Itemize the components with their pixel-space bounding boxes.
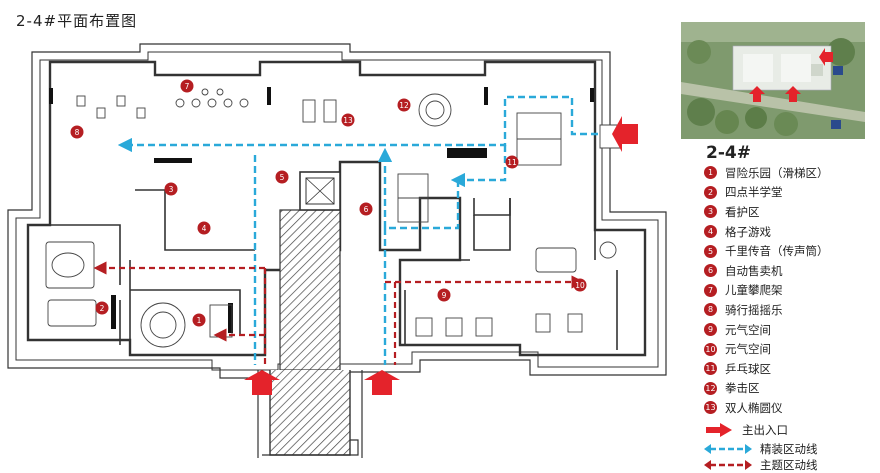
fine-flow-line [117, 95, 598, 365]
plan-marker-number: 6 [364, 205, 369, 214]
legend-item-label: 双人椭圆仪 [725, 400, 783, 415]
legend-item-label: 元气空间 [725, 342, 771, 357]
plan-marker-number: 2 [100, 304, 105, 313]
legend-item: 5 千里传音（传声筒） [704, 241, 880, 261]
legend-item-label: 冒险乐园（滑梯区） [725, 165, 829, 180]
legend-item-label: 四点半学堂 [725, 185, 783, 200]
plan-marker-1: 1 [192, 313, 206, 327]
plan-marker-9: 9 [437, 288, 451, 302]
legend-number-badge: 11 [704, 362, 717, 376]
legend-theme-line-label: 主题区动线 [760, 458, 818, 472]
legend-number-badge: 1 [704, 166, 717, 180]
furniture [45, 88, 621, 348]
legend: 1 冒险乐园（滑梯区） 2 四点半学堂 3 看护区 4 格子游戏 5 千里传音（传声筒） 6 自动售卖… [704, 163, 880, 418]
plan-marker-number: 9 [442, 291, 447, 300]
plan-marker-2: 2 [95, 301, 109, 315]
legend-item-label: 千里传音（传声筒） [725, 244, 829, 259]
plan-marker-number: 4 [202, 224, 207, 233]
legend-fine-line: 精装区动线 [704, 441, 880, 457]
plan-marker-13: 13 [341, 113, 355, 127]
zone-title: 2-4# [706, 143, 751, 163]
plan-marker-10: 10 [573, 278, 587, 292]
legend-item-label: 自动售卖机 [725, 263, 783, 278]
plan-marker-12: 12 [397, 98, 411, 112]
legend-number-badge: 13 [704, 401, 717, 415]
legend-item-label: 看护区 [725, 204, 760, 219]
legend-number-badge: 7 [704, 283, 717, 297]
page-title: 2-4#平面布置图 [16, 12, 138, 30]
legend-item: 6 自动售卖机 [704, 261, 880, 281]
plan-marker-5: 5 [275, 170, 289, 184]
entrance-arrow-icon [706, 423, 732, 437]
legend-item-label: 拳击区 [725, 381, 760, 396]
legend-item: 3 看护区 [704, 202, 880, 222]
minimap-arrow-up-1 [749, 86, 765, 102]
entrance-arrows [244, 116, 638, 395]
plan-marker-number: 3 [169, 185, 174, 194]
plan-marker-6: 6 [359, 202, 373, 216]
legend-number-badge: 12 [704, 381, 717, 395]
partitions [28, 189, 618, 355]
lobby-porch [269, 370, 351, 456]
entrance-arrow-south-left [244, 370, 280, 395]
plan-marker-number: 7 [185, 82, 190, 91]
legend-item: 7 儿童攀爬架 [704, 281, 880, 301]
legend-number-badge: 3 [704, 205, 717, 219]
legend-item: 10 元气空间 [704, 339, 880, 359]
legend-number-badge: 8 [704, 303, 717, 317]
plan-marker-number: 13 [343, 116, 353, 125]
plan-marker-8: 8 [70, 125, 84, 139]
legend-item: 1 冒险乐园（滑梯区） [704, 163, 880, 183]
plan-marker-number: 1 [197, 316, 202, 325]
legend-item-label: 乒乓球区 [725, 361, 771, 376]
legend-entrance-label: 主出入口 [742, 423, 788, 437]
legend-theme-line: 主题区动线 [704, 457, 880, 473]
minimap-arrow-right [819, 48, 833, 66]
legend-item: 8 骑行摇摇乐 [704, 300, 880, 320]
legend-item: 13 双人椭圆仪 [704, 398, 880, 418]
plan-marker-7: 7 [180, 79, 194, 93]
legend-entrance: 主出入口 [704, 422, 880, 438]
red-dashed-arrow-icon [704, 460, 752, 470]
plan-marker-number: 8 [75, 128, 80, 137]
legend-item: 2 四点半学堂 [704, 183, 880, 203]
plan-marker-3: 3 [164, 182, 178, 196]
legend-item: 11 乒乓球区 [704, 359, 880, 379]
entrance-arrow-south-right [364, 370, 400, 395]
legend-number-badge: 2 [704, 185, 717, 199]
legend-number-badge: 6 [704, 264, 717, 278]
legend-number-badge: 4 [704, 225, 717, 239]
legend-item: 9 元气空间 [704, 320, 880, 340]
plan-marker-number: 5 [280, 173, 285, 182]
site-minimap [681, 22, 865, 139]
legend-number-badge: 9 [704, 323, 717, 337]
legend-item-label: 骑行摇摇乐 [725, 302, 783, 317]
plan-marker-number: 10 [575, 281, 585, 290]
blue-dashed-arrow-icon [704, 444, 752, 454]
legend-number-badge: 5 [704, 244, 717, 258]
legend-item-label: 元气空间 [725, 322, 771, 337]
legend-fine-line-label: 精装区动线 [760, 442, 818, 456]
plan-marker-11: 11 [505, 155, 519, 169]
legend-item: 12 拳击区 [704, 379, 880, 399]
entrance-arrow-east [612, 116, 638, 152]
outer-wall [7, 43, 667, 379]
stair-core [279, 209, 341, 371]
theme-flow-line [93, 261, 585, 365]
legend-item-label: 儿童攀爬架 [725, 283, 783, 298]
legend-item-label: 格子游戏 [725, 224, 771, 239]
plan-marker-4: 4 [197, 221, 211, 235]
minimap-arrow-up-2 [785, 86, 801, 102]
plan-marker-number: 12 [399, 101, 409, 110]
plan-marker-number: 11 [507, 158, 517, 167]
legend-number-badge: 10 [704, 342, 717, 356]
legend-item: 4 格子游戏 [704, 222, 880, 242]
